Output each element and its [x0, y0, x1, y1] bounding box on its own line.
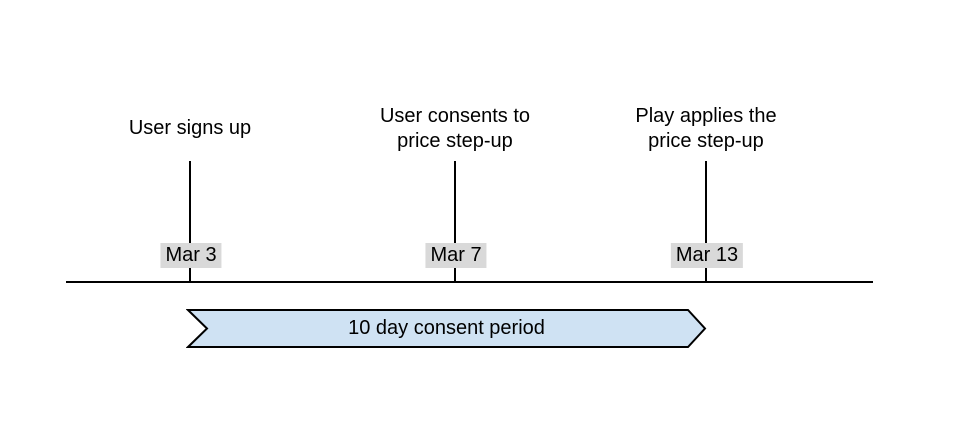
- date-badge-mar-7: Mar 7: [425, 243, 487, 268]
- consent-period-banner: 10 day consent period: [186, 308, 707, 349]
- event-title-play-applies: Play applies the price step-up: [635, 104, 777, 152]
- event-tick-mar-7: [454, 161, 456, 282]
- consent-period-arrow-shape: [186, 309, 707, 348]
- event-tick-mar-13: [705, 161, 707, 282]
- event-title-user-consents: User consents to price step-up: [379, 104, 531, 152]
- timeline-axis: [66, 281, 873, 283]
- consent-period-label: 10 day consent period: [348, 317, 545, 339]
- event-tick-mar-3: [189, 161, 191, 282]
- date-badge-mar-13: Mar 13: [670, 243, 744, 268]
- date-badge-mar-3: Mar 3: [160, 243, 222, 268]
- event-title-user-signs-up: User signs up: [128, 117, 252, 139]
